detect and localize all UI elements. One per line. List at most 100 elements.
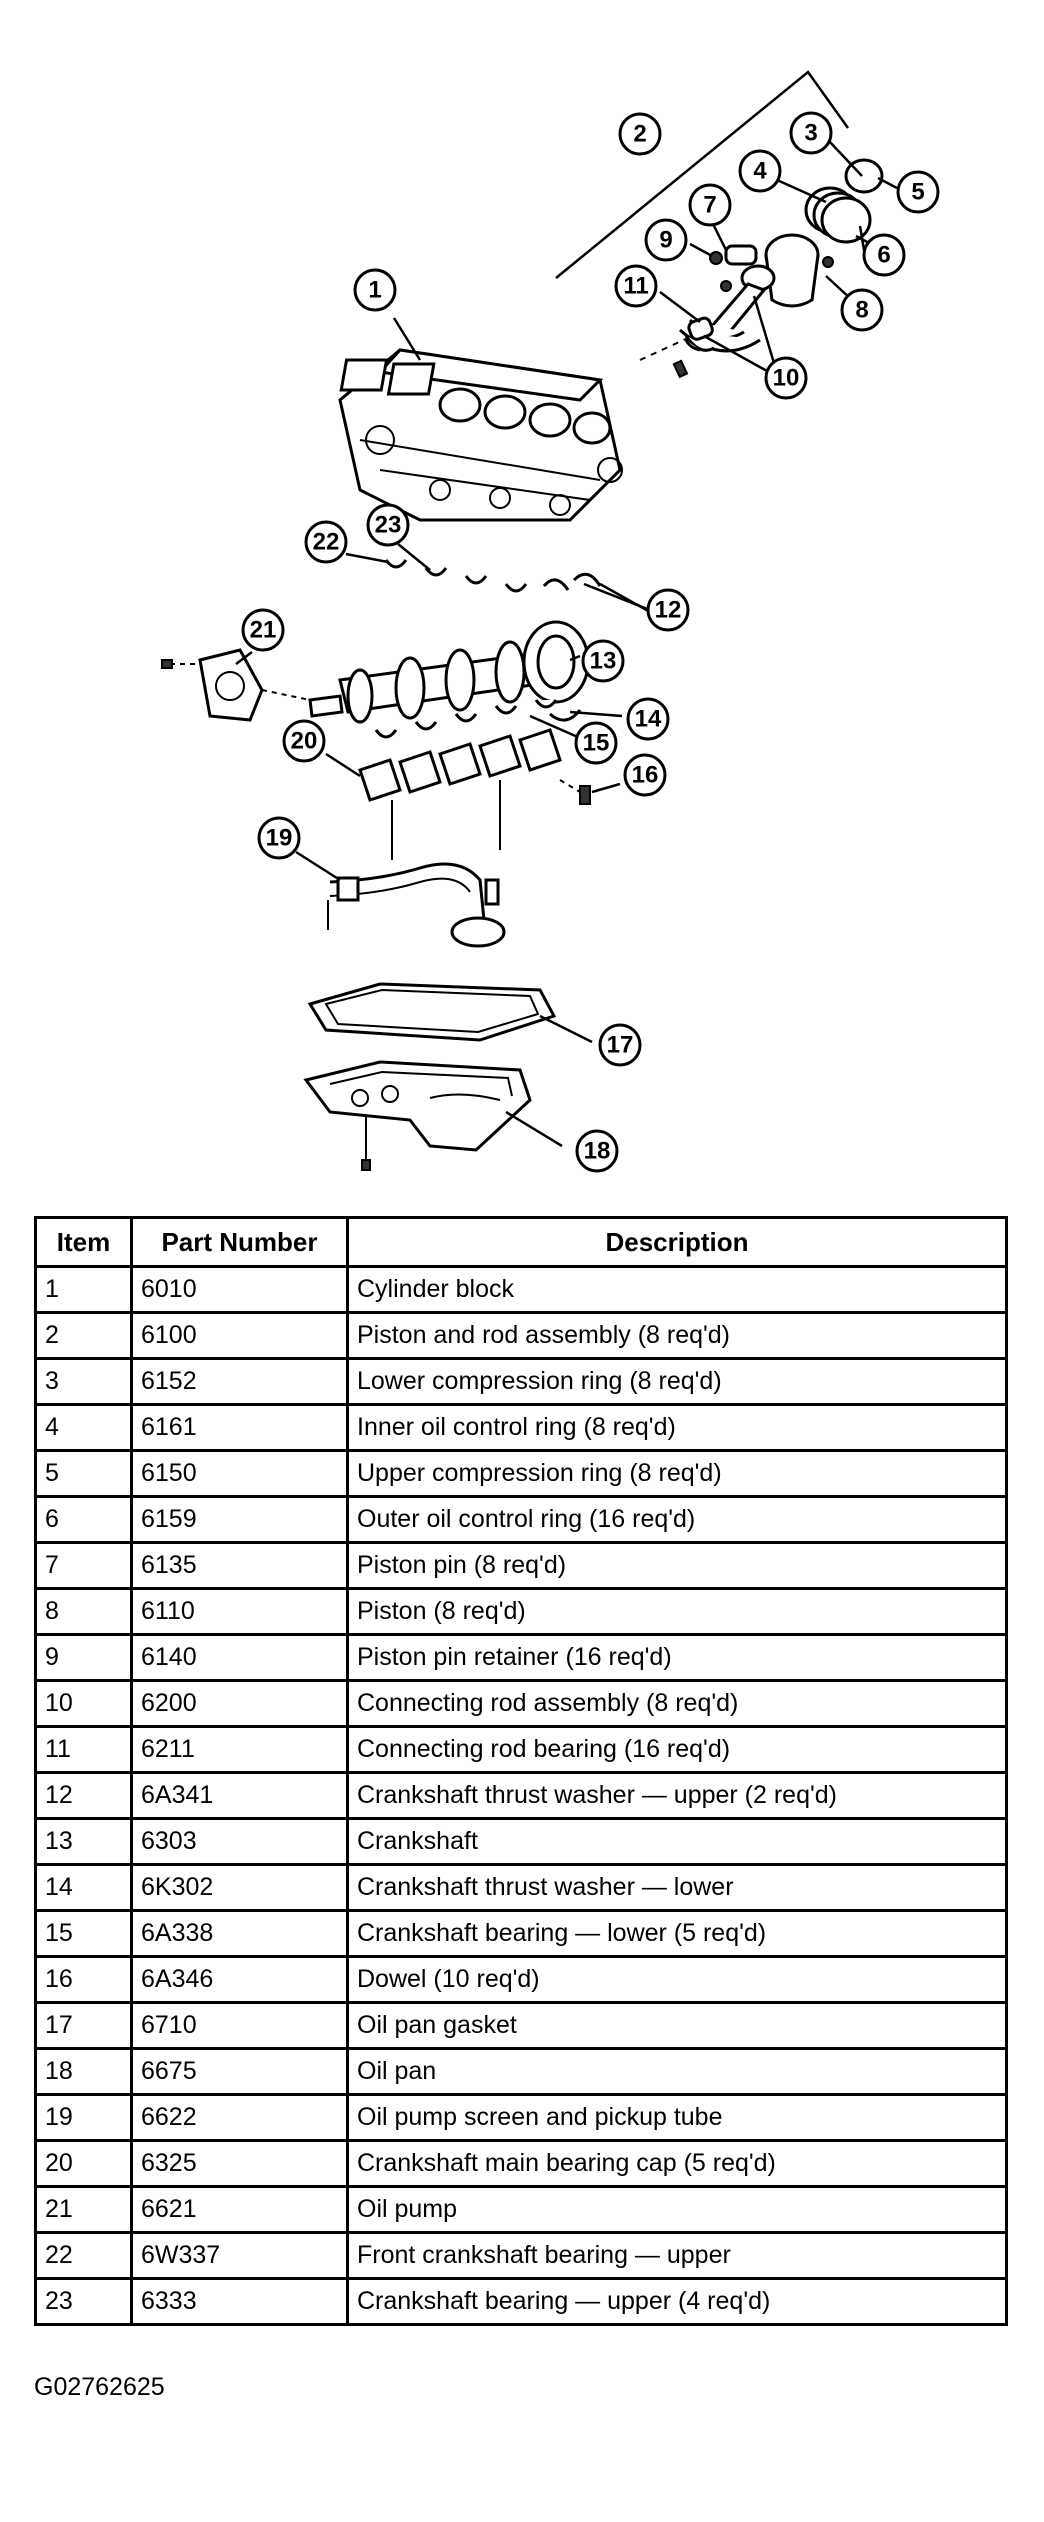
description-cell: Outer oil control ring (16 req'd) <box>346 1495 1008 1544</box>
item-column-header: Item <box>34 1216 133 1268</box>
callout-23: 23 <box>366 503 410 547</box>
svg-text:3: 3 <box>804 120 817 147</box>
part-number-cell: 6140 <box>130 1633 349 1682</box>
svg-text:18: 18 <box>584 1138 611 1165</box>
description-cell: Piston and rod assembly (8 req'd) <box>346 1311 1008 1360</box>
part-number-cell: 6325 <box>130 2139 349 2188</box>
part-number-cell: 6152 <box>130 1357 349 1406</box>
callout-21: 21 <box>241 608 285 652</box>
callout-13: 13 <box>581 639 625 683</box>
callout-7: 7 <box>688 183 732 227</box>
svg-text:21: 21 <box>250 617 277 644</box>
svg-text:9: 9 <box>659 227 672 254</box>
description-cell: Crankshaft thrust washer — upper (2 req'… <box>346 1771 1008 1820</box>
part-number-cell: 6A338 <box>130 1909 349 1958</box>
piston-rings-illustration <box>804 158 884 244</box>
item-cell: 9 <box>34 1633 133 1682</box>
description-cell: Dowel (10 req'd) <box>346 1955 1008 2004</box>
description-cell: Inner oil control ring (8 req'd) <box>346 1403 1008 1452</box>
oil-pan-illustration <box>303 1060 532 1171</box>
oil-pan-gasket-illustration <box>307 982 557 1042</box>
description-column-header: Description <box>346 1216 1008 1268</box>
item-cell: 12 <box>34 1771 133 1820</box>
part-number-cell: 6675 <box>130 2047 349 2096</box>
item-cell: 10 <box>34 1679 133 1728</box>
item-cell: 18 <box>34 2047 133 2096</box>
part-number-cell: 6303 <box>130 1817 349 1866</box>
part-number-cell: 6100 <box>130 1311 349 1360</box>
description-cell: Oil pump <box>346 2185 1008 2234</box>
callout-20: 20 <box>282 719 326 763</box>
part-number-cell: 6A341 <box>130 1771 349 1820</box>
callout-17: 17 <box>598 1023 642 1067</box>
item-cell: 2 <box>34 1311 133 1360</box>
svg-text:22: 22 <box>313 529 340 556</box>
callout-22: 22 <box>304 520 348 564</box>
callout-14: 14 <box>626 697 670 741</box>
exploded-view-diagram: 1 2 3 4 5 6 7 8 9 10 11 12 13 14 15 16 1… <box>161 70 940 1173</box>
description-cell: Connecting rod bearing (16 req'd) <box>346 1725 1008 1774</box>
callout-1: 1 <box>353 268 397 312</box>
description-cell: Front crankshaft bearing — upper <box>346 2231 1008 2280</box>
description-cell: Piston pin (8 req'd) <box>346 1541 1008 1590</box>
item-cell: 8 <box>34 1587 133 1636</box>
item-cell: 20 <box>34 2139 133 2188</box>
lower-bearings-illustration <box>374 699 582 739</box>
callout-16: 16 <box>623 753 667 797</box>
description-cell: Cylinder block <box>346 1265 1008 1314</box>
part-number-column-header: Part Number <box>130 1216 349 1268</box>
part-number-cell: 6161 <box>130 1403 349 1452</box>
item-cell: 13 <box>34 1817 133 1866</box>
callout-10: 10 <box>764 356 808 400</box>
cylinder-block-illustration <box>338 348 623 522</box>
callout-19: 19 <box>257 816 301 860</box>
figure-code: G02762625 <box>34 2373 165 2401</box>
description-cell: Piston pin retainer (16 req'd) <box>346 1633 1008 1682</box>
description-cell: Piston (8 req'd) <box>346 1587 1008 1636</box>
svg-text:11: 11 <box>623 273 648 300</box>
svg-text:8: 8 <box>855 297 868 324</box>
item-cell: 21 <box>34 2185 133 2234</box>
oil-pump-illustration <box>161 648 311 722</box>
item-cell: 14 <box>34 1863 133 1912</box>
assembly-bracket <box>555 70 850 279</box>
part-number-cell: 6159 <box>130 1495 349 1544</box>
svg-text:14: 14 <box>635 706 662 733</box>
callout-15: 15 <box>574 721 618 765</box>
item-cell: 1 <box>34 1265 133 1314</box>
description-cell: Oil pump screen and pickup tube <box>346 2093 1008 2142</box>
callout-4: 4 <box>738 149 782 193</box>
part-number-cell: 6621 <box>130 2185 349 2234</box>
svg-text:12: 12 <box>655 597 682 624</box>
item-cell: 23 <box>34 2277 133 2326</box>
callout-3: 3 <box>789 111 833 155</box>
description-cell: Crankshaft bearing — lower (5 req'd) <box>346 1909 1008 1958</box>
upper-bearings-illustration <box>384 559 602 593</box>
leader-lines <box>235 139 898 1148</box>
svg-text:10: 10 <box>773 365 800 392</box>
item-cell: 5 <box>34 1449 133 1498</box>
piston-pin-illustration <box>709 244 758 292</box>
callout-2: 2 <box>618 112 662 156</box>
description-cell: Oil pan <box>346 2047 1008 2096</box>
part-number-cell: 6110 <box>130 1587 349 1636</box>
svg-text:2: 2 <box>633 121 646 148</box>
description-cell: Oil pan gasket <box>346 2001 1008 2050</box>
svg-text:1: 1 <box>368 277 381 304</box>
